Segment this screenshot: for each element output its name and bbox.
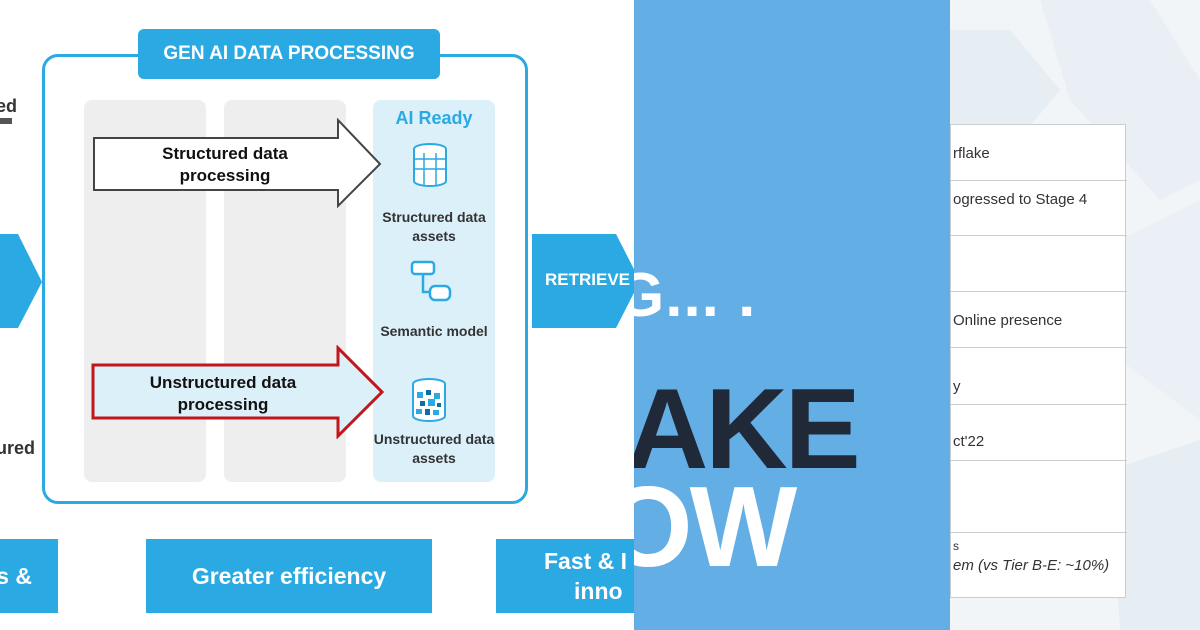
table-row [951,461,1127,533]
bottom-box-1: s & [0,539,58,613]
table-cell: Online presence [953,312,1063,329]
fast-label: Fast & I [544,548,628,574]
bottom-box-1-label: s & [0,562,32,589]
slide-text-line-3: OW [634,464,797,591]
table-cell-note: em (vs Tier B-E: ~10%) [953,557,1110,574]
table-cell: s [953,539,959,553]
retrieve-chevron [532,234,634,328]
slide-text-line-2: AKE [634,366,861,493]
table-row: y [951,348,1127,405]
diagram-panel: GEN AI DATA PROCESSING AI Ready Structur… [0,29,634,613]
table-row: Online presence [951,292,1127,348]
table-row: s em (vs Tier B-E: ~10%) [951,533,1127,597]
table-panel: rflake ogressed to Stage 4 Online presen… [950,0,1200,630]
table-cell: ogressed to Stage 4 [953,191,1088,208]
diagram-title: GEN AI DATA PROCESSING [138,29,440,79]
table-row [951,236,1127,292]
bottom-box-fast: Fast & I inno [496,539,634,613]
table-cell: rflake [953,145,990,162]
table-row: ct'22 [951,405,1127,461]
structured-assets-label: Structured data assets [382,209,486,244]
bottom-box-efficiency: Greater efficiency [146,539,432,613]
innovation-label: inno [574,578,623,604]
efficiency-label: Greater efficiency [191,562,387,589]
flowchart-icon [410,260,452,302]
mosaic-database-icon [412,378,446,422]
ai-ready-title: AI Ready [395,108,473,128]
slide-panel: G... . AKE OW [634,0,950,630]
left-edge-fragment-3: ured [0,438,36,458]
semantic-model-label: Semantic model [380,323,488,339]
retrieve-label: RETRIEVE [545,270,631,289]
database-icon [413,143,447,187]
table-row: ogressed to Stage 4 [951,181,1127,236]
input-chevron [0,234,42,328]
table-row: rflake [951,125,1127,181]
unstructured-assets-label: Unstructured data assets [373,431,495,466]
table-cell: y [953,378,961,395]
table-cell: ct'22 [953,433,985,450]
left-edge-small-text [0,118,12,124]
left-edge-fragment-1: ed [0,96,18,116]
data-table: rflake ogressed to Stage 4 Online presen… [950,124,1127,598]
structured-arrow [93,118,382,209]
unstructured-arrow [91,345,385,439]
structured-arrow-label: Structured data processing [162,144,288,185]
unstructured-arrow-label: Unstructured data processing [149,373,297,414]
slide-text-line-1: G... . [634,261,757,330]
